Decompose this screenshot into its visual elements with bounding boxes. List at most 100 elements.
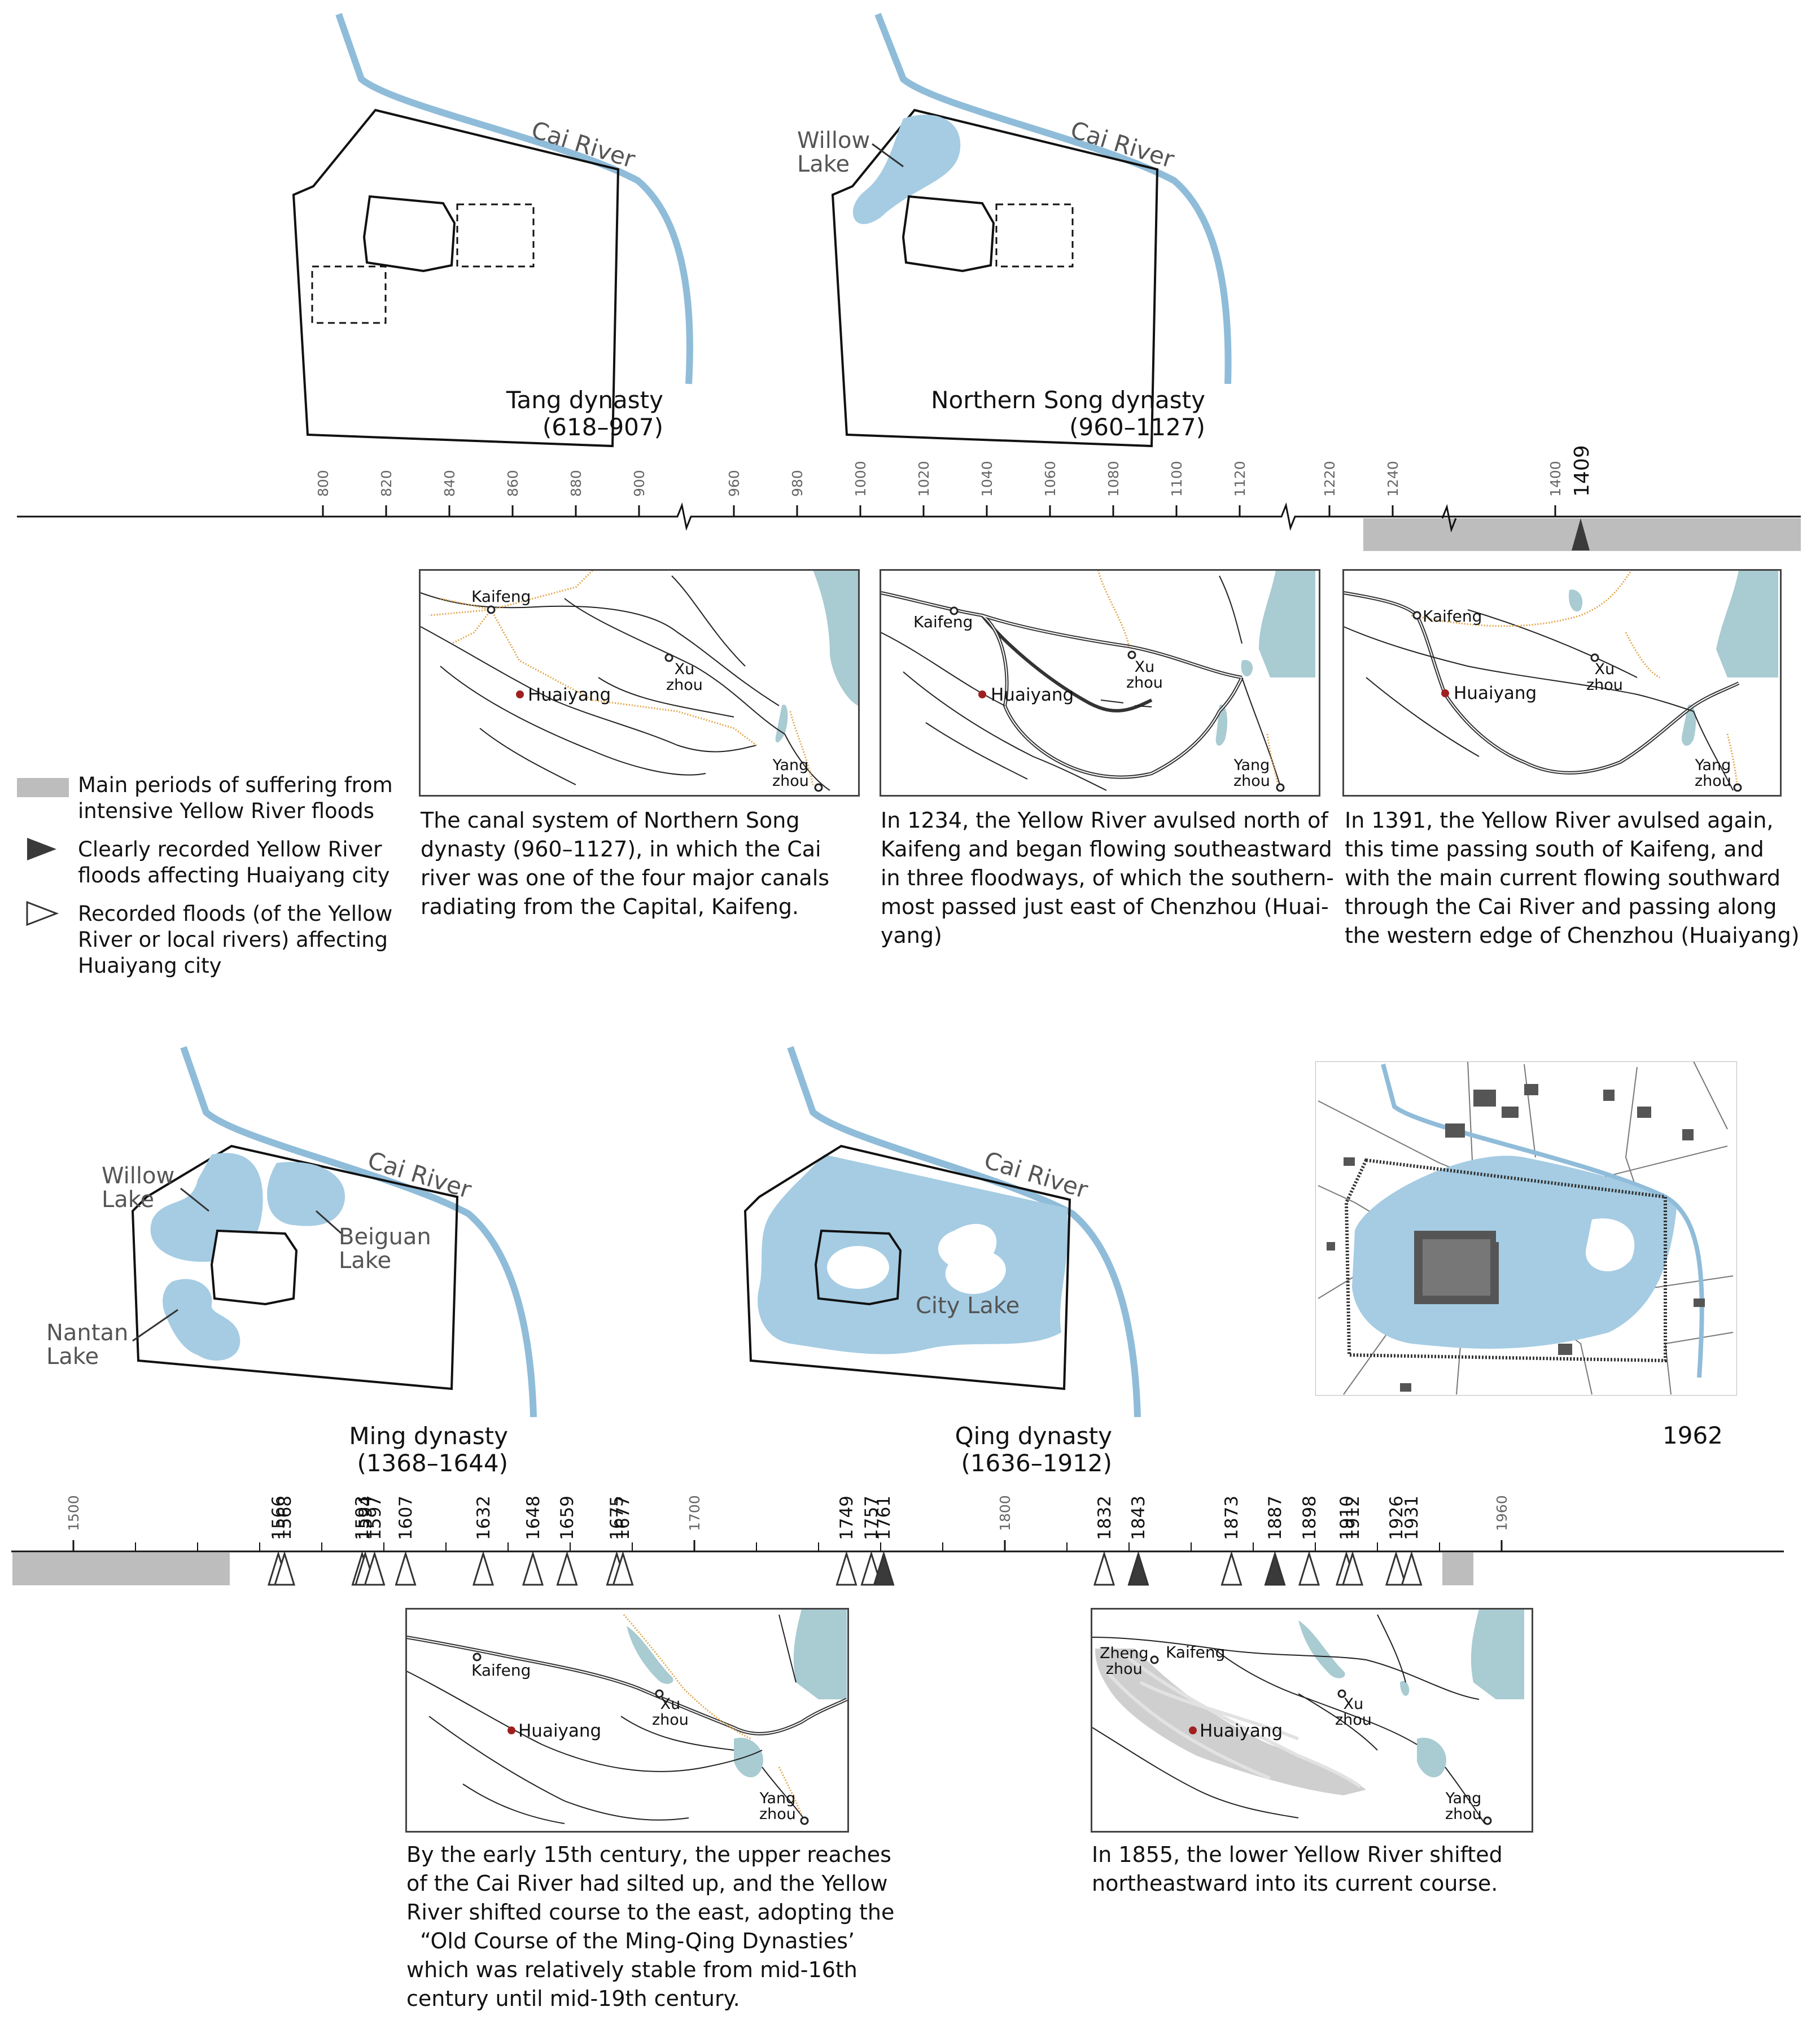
- song-cai-river: [874, 12, 1232, 384]
- regional-map-4-lines: [406, 1609, 848, 1824]
- ming-willow-leader: [180, 1187, 209, 1212]
- event-1898-label: 1898: [1299, 1496, 1320, 1540]
- top-tick-label-1020: 1020: [916, 461, 933, 497]
- event-1648-label: 1648: [523, 1496, 544, 1540]
- top-tick-label-800: 800: [315, 470, 332, 497]
- m5-xuzhou-dot: [1337, 1689, 1346, 1698]
- event-1749-marker: [835, 1550, 858, 1586]
- tang-title-years: (618–907): [542, 413, 663, 441]
- top-tick-label-880: 880: [568, 470, 585, 497]
- timeline-bottom-flood-band-1: [12, 1553, 230, 1585]
- m1-xuzhou-label: Xu zhou: [666, 661, 703, 694]
- m1-xuzhou-dot: [664, 653, 673, 662]
- ming-cai-river: [180, 1046, 537, 1418]
- m4-xuzhou-label: Xu zhou: [652, 1695, 689, 1729]
- ming-beiguan-label: Beiguan Lake: [339, 1224, 431, 1274]
- qing-title-years: (1636–1912): [961, 1449, 1112, 1477]
- tang-ward-east: [456, 203, 535, 268]
- event-1898-marker: [1298, 1550, 1320, 1586]
- regional-map-1-frame: [419, 569, 860, 797]
- bottom-tick-label-1800: 1800: [997, 1495, 1014, 1531]
- event-1648-marker: [522, 1550, 544, 1586]
- m5-caption: In 1855, the lower Yellow River shifted …: [1092, 1842, 1503, 1896]
- event-1607-marker: [395, 1550, 417, 1586]
- regional-map-4-frame: [405, 1608, 849, 1833]
- m5-xuzhou-label: Xu zhou: [1335, 1695, 1372, 1729]
- legend-recorded-label: Recorded floods (of the Yellow River or …: [78, 902, 393, 978]
- town-markers: [473, 605, 1742, 1825]
- event-1632-marker: [472, 1550, 495, 1586]
- m1-huaiyang-label: Huaiyang: [528, 685, 611, 705]
- qing-inner-island: [827, 1246, 889, 1289]
- ming-outer-wall: [131, 1144, 459, 1391]
- m4-huaiyang-label: Huaiyang: [518, 1721, 602, 1741]
- top-tick-label-900: 900: [631, 470, 648, 497]
- m4-kaifeng-label: Kaifeng: [471, 1661, 531, 1680]
- event-1409-clear-marker: [1572, 518, 1590, 550]
- map-1962-frame: [1315, 1061, 1737, 1396]
- m2-caption: In 1234, the Yellow River avulsed north …: [881, 808, 1334, 948]
- timeline-bottom: [11, 1540, 1784, 1586]
- m5-yangzhou-dot: [1483, 1816, 1492, 1825]
- m1-caption: The canal system of Northern Song dynast…: [421, 808, 830, 919]
- m4-yangzhou-label: Yang zhou: [759, 1790, 796, 1823]
- ming-nantan-leader: [132, 1309, 178, 1342]
- m1-kaifeng-dot: [487, 605, 496, 614]
- top-tick-label-860: 860: [505, 470, 522, 497]
- qing-lake-label: City Lake: [916, 1293, 1020, 1319]
- m3-huaiyang-label: Huaiyang: [1454, 683, 1537, 703]
- m1-yangzhou-label: Yang zhou: [772, 757, 809, 790]
- m5-huaiyang-label: Huaiyang: [1200, 1721, 1283, 1741]
- top-tick-label-1040: 1040: [979, 461, 996, 497]
- top-tick-label-1220: 1220: [1322, 461, 1338, 497]
- event-1931-marker: [1401, 1550, 1423, 1586]
- tang-title: Tang dynasty (618–907): [406, 387, 663, 441]
- m2-kaifeng-label: Kaifeng: [913, 613, 973, 631]
- ming-inner-city: [210, 1229, 298, 1306]
- song-outer-wall: [831, 108, 1159, 448]
- ming-title-years: (1368–1644): [357, 1449, 508, 1477]
- qing-outer-wall: [743, 1144, 1071, 1391]
- bottom-tick-label-1960: 1960: [1494, 1495, 1511, 1531]
- song-inner-city: [902, 195, 995, 273]
- m5-yangzhou-label: Yang zhou: [1445, 1790, 1482, 1823]
- regional-map-3-frame: [1342, 569, 1782, 797]
- top-tick-label-1240: 1240: [1385, 461, 1402, 497]
- m2-yangzhou-dot: [1276, 783, 1285, 792]
- m2-huaiyang-label: Huaiyang: [991, 685, 1074, 705]
- event-1912-marker: [1341, 1550, 1364, 1586]
- timeline-top-band-break: [1441, 504, 1457, 533]
- m1-yangzhou-dot: [814, 783, 823, 792]
- tang-city-map: [292, 13, 693, 448]
- top-tick-label-960: 960: [726, 470, 743, 497]
- song-lake-label: Willow Lake: [797, 128, 870, 177]
- event-1659-marker: [556, 1550, 578, 1586]
- top-tick-label-840: 840: [441, 470, 458, 497]
- regional-map-2-lines: [880, 570, 1315, 791]
- regional-map-2-frame: [880, 569, 1320, 797]
- m4-huaiyang-dot: [508, 1726, 515, 1734]
- event-1926-marker: [1385, 1550, 1407, 1586]
- song-lake-leader: [872, 143, 904, 168]
- qing-city-map: [743, 1046, 1141, 1418]
- top-tick-label-1080: 1080: [1105, 461, 1122, 497]
- legend-band-label: Main periods of suffering from intensive…: [78, 773, 393, 823]
- m5-zhengzhou-label: Zheng zhou: [1100, 1645, 1149, 1678]
- ming-willow-label: Willow Lake: [102, 1163, 175, 1213]
- timeline-bottom-flood-band-2: [1442, 1553, 1473, 1585]
- event-1632-label: 1632: [473, 1496, 494, 1540]
- event-1597-label: 1597: [365, 1496, 386, 1540]
- m1-huaiyang-dot: [516, 690, 524, 698]
- ming-beiguan-leader: [316, 1210, 342, 1235]
- event-1887-label: 1887: [1265, 1496, 1286, 1540]
- legend-recorded-marker: [26, 900, 59, 926]
- event-1843-label: 1843: [1128, 1496, 1149, 1540]
- m5-kaifeng-dot: [1150, 1655, 1159, 1664]
- event-1761-label: 1761: [874, 1496, 895, 1540]
- ming-beiguan-lake: [267, 1162, 345, 1226]
- event-1832-label: 1832: [1094, 1496, 1115, 1540]
- song-title: Northern Song dynasty (960–1127): [881, 387, 1205, 441]
- regional-map-5-lines: [1092, 1609, 1524, 1824]
- event-1832-marker: [1093, 1550, 1115, 1586]
- m3-yangzhou-label: Yang zhou: [1695, 757, 1731, 790]
